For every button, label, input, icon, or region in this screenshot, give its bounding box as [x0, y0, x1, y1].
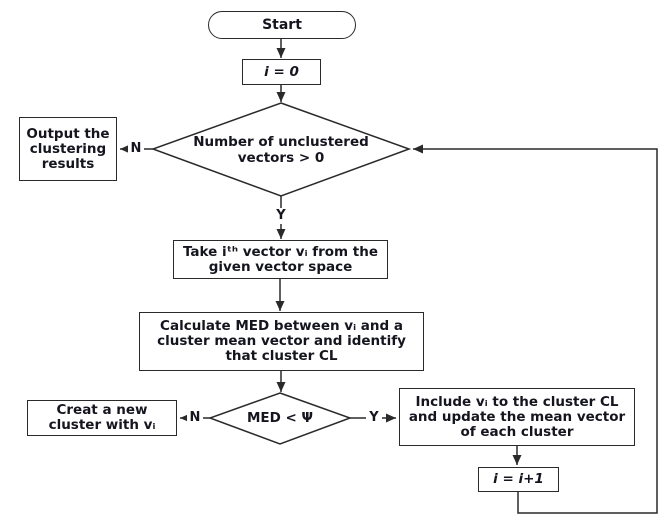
- take-vector-node: Take iᵗʰ vector vᵢ from the given vector…: [173, 240, 388, 279]
- edge-label-unclustered-yes: Y: [273, 208, 289, 224]
- edge-label-med-yes: Y: [366, 410, 382, 426]
- start-node: Start: [208, 11, 356, 39]
- decision-med-shape: [207, 392, 353, 445]
- include-cluster-node: Include vᵢ to the cluster CL and update …: [399, 388, 635, 446]
- calc-med-node: Calculate MED between vᵢ and a cluster m…: [139, 312, 424, 371]
- init-node: i = 0: [242, 59, 321, 85]
- decision-unclustered-label: Number of unclustered vectors > 0: [193, 134, 369, 166]
- decision-med-label: MED < Ψ: [246, 410, 314, 426]
- edge-label-med-no: N: [187, 410, 203, 426]
- edge-label-unclustered-no: N: [128, 141, 144, 157]
- output-results-node: Output the clustering results: [19, 117, 117, 181]
- edge-loop-back: [413, 144, 658, 514]
- new-cluster-node: Creat a new cluster with vᵢ: [27, 400, 177, 436]
- increment-node: i = i+1: [478, 467, 559, 492]
